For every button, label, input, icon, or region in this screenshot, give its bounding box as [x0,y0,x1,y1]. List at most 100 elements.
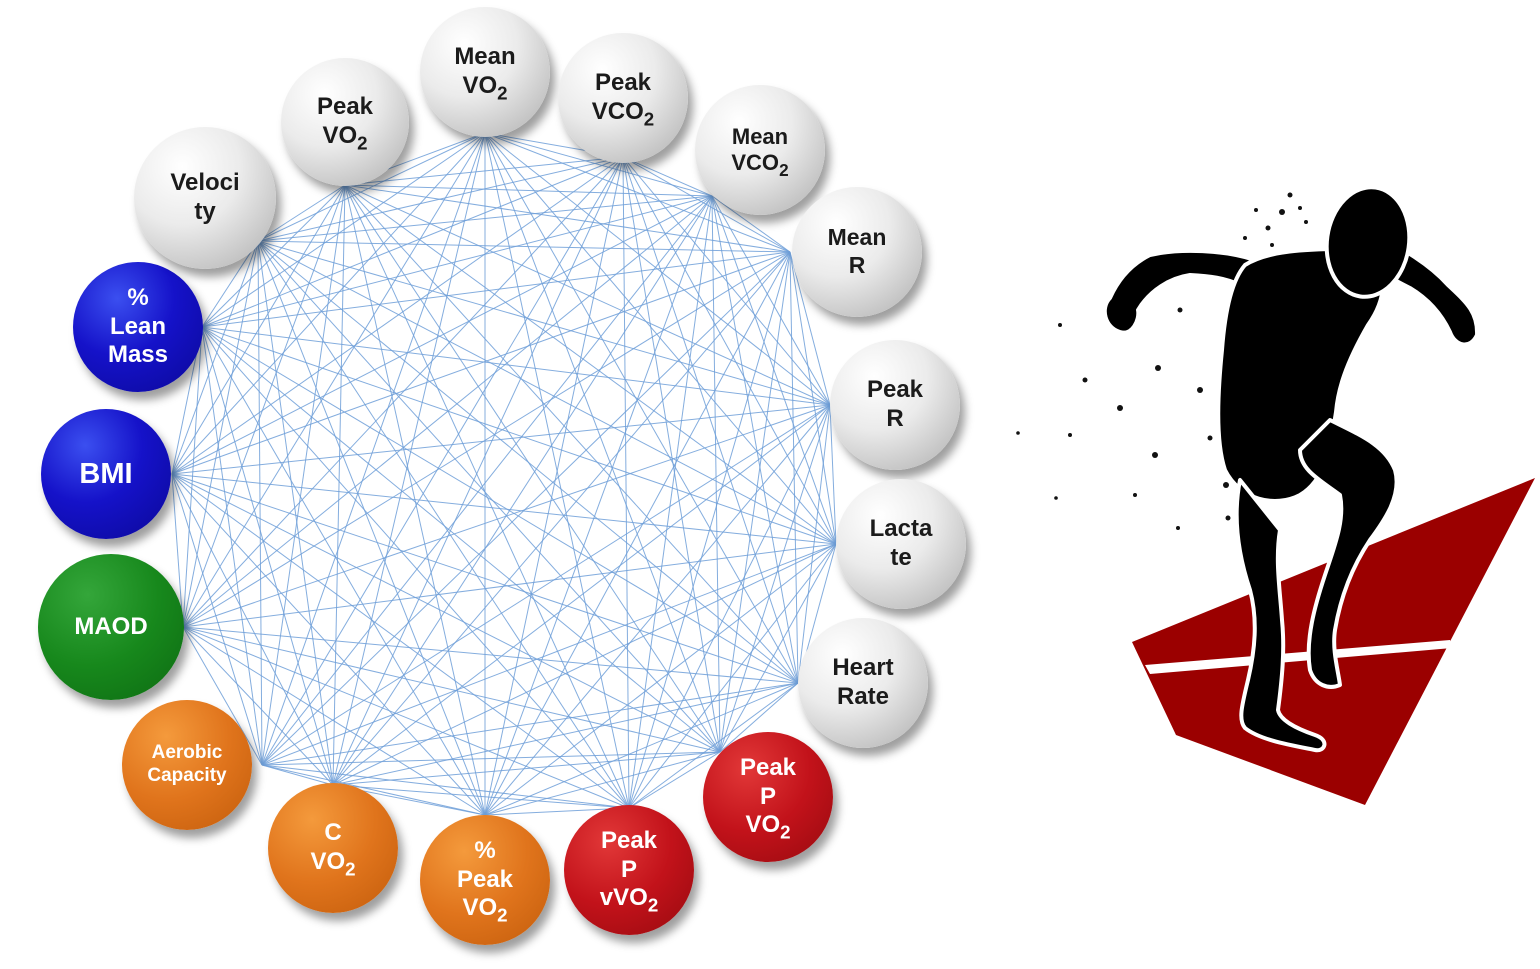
edge-pct-lean-mass-peak-vo2 [201,184,346,328]
edge-lactate-pct-peak-vo2 [484,543,837,816]
edge-lactate-peak-vo2 [344,184,837,545]
edge-mean-r-c-vo2 [332,251,791,786]
edge-peak-p-vo2-peak-p-vvo2 [628,751,721,809]
edge-mean-r-pct-peak-vo2 [484,251,791,816]
edge-peak-r-lactate [829,404,837,545]
edge-peak-p-vvo2-velocity [257,240,630,809]
edge-mean-vo2-mean-r [484,132,791,253]
edge-mean-vo2-heart-rate [484,132,799,684]
edge-mean-r-maod [182,251,791,628]
edge-pct-peak-vo2-bmi [171,473,486,816]
edge-heart-rate-c-vo2 [332,682,799,786]
edge-maod-peak-vo2 [182,184,346,628]
edge-heart-rate-peak-vo2 [344,184,799,684]
node-label-line: Peak [316,93,374,121]
node-label-line: Peak [456,865,514,893]
edge-pct-peak-vo2-aerobic-capacity [261,764,486,816]
edge-peak-r-heart-rate [797,404,831,684]
edge-peak-p-vvo2-maod [182,626,630,809]
edge-maod-pct-lean-mass [182,326,203,628]
edge-mean-vo2-maod [182,132,486,628]
edge-peak-vco2-bmi [171,156,624,475]
edge-lactate-peak-p-vo2 [719,543,837,753]
edge-mean-r-pct-lean-mass [201,251,791,328]
edge-heart-rate-peak-p-vo2 [719,682,799,753]
edge-heart-rate-maod [182,626,799,684]
edge-heart-rate-aerobic-capacity [261,682,799,766]
node-label-line: VCO2 [591,98,655,130]
node-maod: MAOD [38,554,184,700]
edge-peak-p-vo2-bmi [171,473,721,753]
node-label-line: Mean [454,43,516,71]
node-label-line: C [324,819,342,847]
edge-heart-rate-pct-lean-mass [201,326,799,684]
node-label-line: Peak [594,69,652,97]
edge-peak-vco2-peak-r [622,156,831,406]
node-label-line: VO2 [310,848,356,880]
edge-mean-vco2-bmi [171,195,713,475]
edge-mean-r-peak-vo2 [344,184,791,253]
edge-mean-vo2-lactate [484,132,837,545]
edge-peak-vco2-lactate [622,156,837,545]
node-label-line: Heart [832,654,894,682]
edge-peak-p-vo2-pct-peak-vo2 [484,751,721,816]
node-label-line: vVO2 [599,884,659,916]
sprinter-icon [1016,185,1535,805]
edge-mean-r-peak-p-vvo2 [628,251,791,809]
edge-peak-vco2-pct-peak-vo2 [484,156,624,816]
edge-mean-vco2-peak-vo2 [344,184,713,197]
edge-lactate-maod [182,543,837,628]
edge-bmi-velocity [171,240,259,475]
edge-peak-vco2-peak-vo2 [344,156,624,186]
node-label-line: Mean [731,123,789,149]
edge-aerobic-capacity-bmi [171,473,263,766]
edge-mean-vo2-aerobic-capacity [261,132,486,766]
edge-c-vo2-peak-vo2 [332,184,346,786]
edge-c-vo2-velocity [257,240,334,786]
edge-peak-r-c-vo2 [332,404,831,786]
node-label-line: BMI [79,457,133,490]
edge-c-vo2-bmi [171,473,334,786]
edge-pct-lean-mass-velocity [201,240,259,328]
edge-heart-rate-pct-peak-vo2 [484,682,799,816]
runner-silhouette [1102,185,1480,753]
node-label-line: VO2 [745,811,791,843]
edge-mean-vo2-pct-lean-mass [201,132,486,328]
edge-peak-p-vvo2-peak-vo2 [344,184,630,809]
edge-peak-vco2-mean-vco2 [622,156,713,197]
edge-mean-vco2-pct-lean-mass [201,195,713,328]
edge-mean-r-aerobic-capacity [261,251,791,766]
edge-pct-peak-vo2-pct-lean-mass [201,326,486,816]
edge-mean-r-heart-rate [789,251,799,684]
edge-lactate-velocity [257,240,837,545]
edge-mean-vco2-velocity [257,195,713,242]
node-label-line: VO2 [462,894,508,926]
edge-peak-p-vvo2-aerobic-capacity [261,764,630,809]
node-label-line: Veloci [170,169,240,197]
edge-lactate-pct-lean-mass [201,326,837,545]
edge-c-vo2-maod [182,626,334,786]
edge-peak-p-vvo2-pct-lean-mass [201,326,630,809]
edge-aerobic-capacity-peak-vo2 [261,184,346,766]
edge-lactate-bmi [171,473,837,545]
edge-bmi-peak-vo2 [171,184,346,475]
node-label-line: VCO2 [731,150,789,180]
edge-peak-vco2-maod [182,156,624,628]
edge-mean-vco2-peak-r [711,195,831,406]
edge-peak-r-peak-vo2 [344,184,831,406]
edge-peak-vco2-pct-lean-mass [201,156,624,328]
node-label-line: Peak [739,753,797,781]
node-label-line: Peak [600,826,658,854]
edge-peak-vco2-aerobic-capacity [261,156,624,766]
node-label-line: Rate [836,683,890,710]
edge-mean-r-bmi [171,251,791,475]
edge-mean-r-lactate [789,251,837,545]
